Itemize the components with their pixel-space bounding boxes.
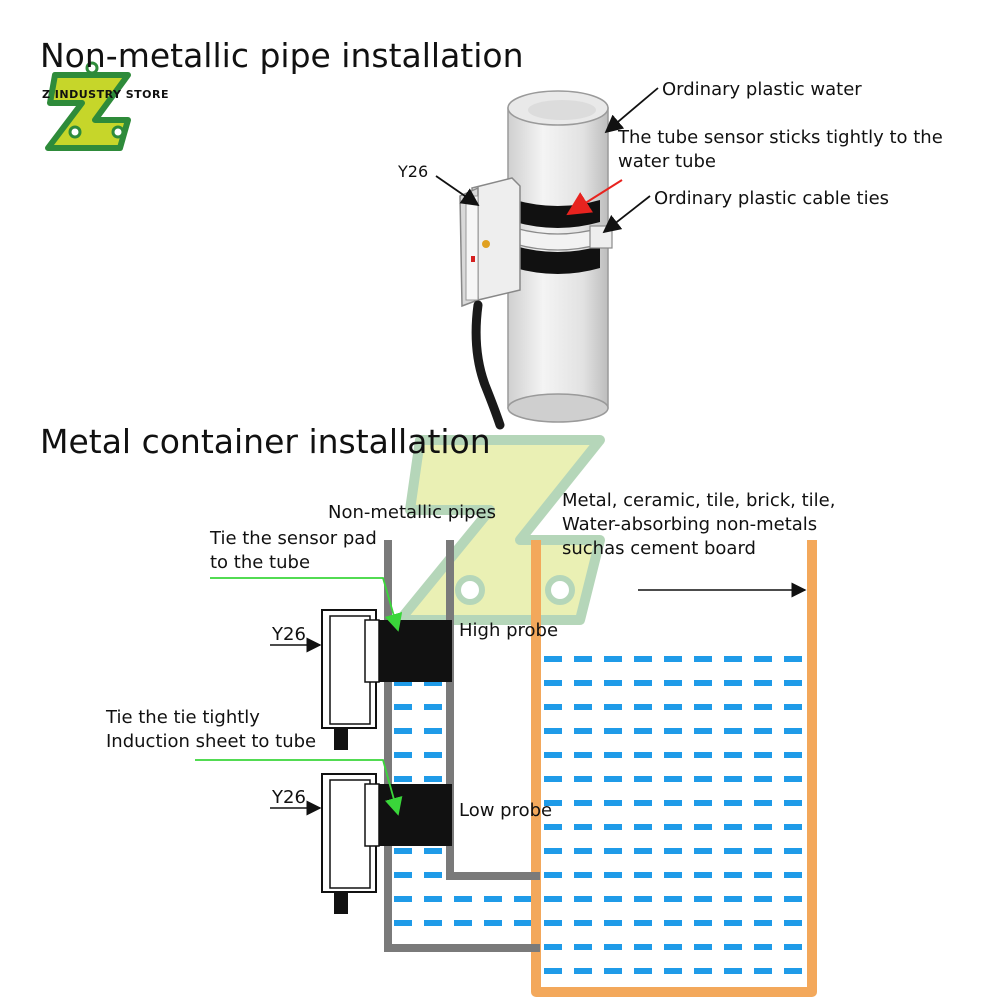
label-tie-pad-1: Tie the sensor pad bbox=[210, 528, 377, 549]
label-container-2: Water-absorbing non-metals bbox=[562, 514, 818, 535]
brand-logo-text: Z INDUSTRY STORE bbox=[42, 88, 170, 101]
top-section-title: Non-metallic pipe installation bbox=[40, 36, 524, 75]
y26-sensor-top bbox=[459, 177, 521, 430]
label-sensor-contact-1: The tube sensor sticks tightly to the bbox=[618, 127, 943, 148]
bottom-section-title: Metal container installation bbox=[40, 422, 491, 461]
y26-sensor-high bbox=[321, 609, 380, 750]
pointer-pipe bbox=[604, 87, 659, 134]
pointer-tie-tight bbox=[195, 759, 403, 816]
brand-logo-icon bbox=[45, 61, 131, 151]
label-high-probe: High probe bbox=[459, 620, 559, 641]
label-y26-low: Y26 bbox=[272, 787, 306, 808]
label-y26-top: Y26 bbox=[398, 162, 429, 181]
y26-sensor-low bbox=[321, 773, 380, 914]
pointer-cable-tie bbox=[602, 195, 651, 234]
container-wall bbox=[531, 540, 817, 997]
high-probe-pad bbox=[378, 620, 452, 682]
water-body bbox=[392, 640, 810, 990]
pointer-tie-pad bbox=[210, 577, 403, 632]
label-sensor-contact-2: water tube bbox=[618, 151, 716, 172]
label-container-3: suchas cement board bbox=[562, 538, 756, 559]
pointer-y26-top bbox=[435, 175, 480, 207]
low-probe-pad bbox=[378, 784, 452, 846]
label-pipe: Ordinary plastic water bbox=[662, 79, 862, 100]
label-low-probe: Low probe bbox=[459, 800, 553, 821]
label-tie-tight-1: Tie the tie tightly bbox=[106, 707, 260, 728]
pointer-sensor-contact bbox=[566, 179, 623, 216]
label-y26-high: Y26 bbox=[272, 624, 306, 645]
label-tie-pad-2: to the tube bbox=[210, 552, 311, 573]
label-non-metallic-pipes: Non-metallic pipes bbox=[328, 502, 497, 523]
label-cable-ties: Ordinary plastic cable ties bbox=[654, 188, 890, 209]
label-container-1: Metal, ceramic, tile, brick, tile, bbox=[562, 490, 836, 511]
label-tie-tight-2: Induction sheet to tube bbox=[106, 731, 317, 752]
